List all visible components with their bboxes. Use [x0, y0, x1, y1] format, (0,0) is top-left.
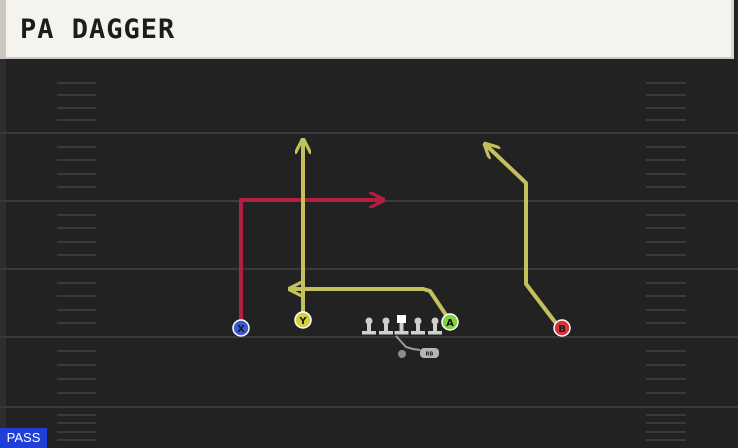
play-type-badge: PASS	[0, 428, 47, 448]
b-receiver-icon	[553, 319, 571, 337]
play-action-fake-path	[395, 335, 421, 351]
x-label: X	[237, 324, 245, 335]
x-receiver-icon	[232, 319, 250, 337]
left-guard-icon	[379, 317, 393, 335]
route-b	[486, 145, 557, 324]
receiver-b[interactable]: B	[553, 319, 571, 337]
play-title: PA DAGGER	[20, 14, 176, 45]
right-guard-icon	[411, 317, 425, 335]
offensive-line	[362, 315, 442, 335]
rb-label: RB	[426, 352, 434, 358]
route-x	[239, 200, 382, 324]
routes	[239, 141, 557, 324]
b-label: B	[558, 324, 566, 335]
hash-marks	[57, 82, 686, 441]
y-label: Y	[298, 316, 307, 327]
backfield: RB	[395, 335, 439, 358]
a-receiver-icon	[441, 313, 459, 331]
y-receiver-icon	[294, 311, 312, 329]
receiver-a[interactable]: A	[441, 313, 459, 331]
route-a	[291, 289, 448, 317]
yard-lines	[0, 132, 738, 408]
left-sideline	[0, 58, 6, 448]
a-label: A	[446, 318, 454, 329]
receiver-y[interactable]: Y	[294, 311, 312, 329]
left-tackle-icon	[362, 317, 376, 335]
quarterback-icon	[398, 350, 406, 358]
right-tackle-icon	[428, 317, 442, 335]
play-title-bar: PA DAGGER	[0, 0, 734, 59]
center-icon	[394, 315, 409, 335]
receiver-x[interactable]: X	[232, 319, 250, 337]
running-back-icon: RB	[420, 348, 439, 358]
